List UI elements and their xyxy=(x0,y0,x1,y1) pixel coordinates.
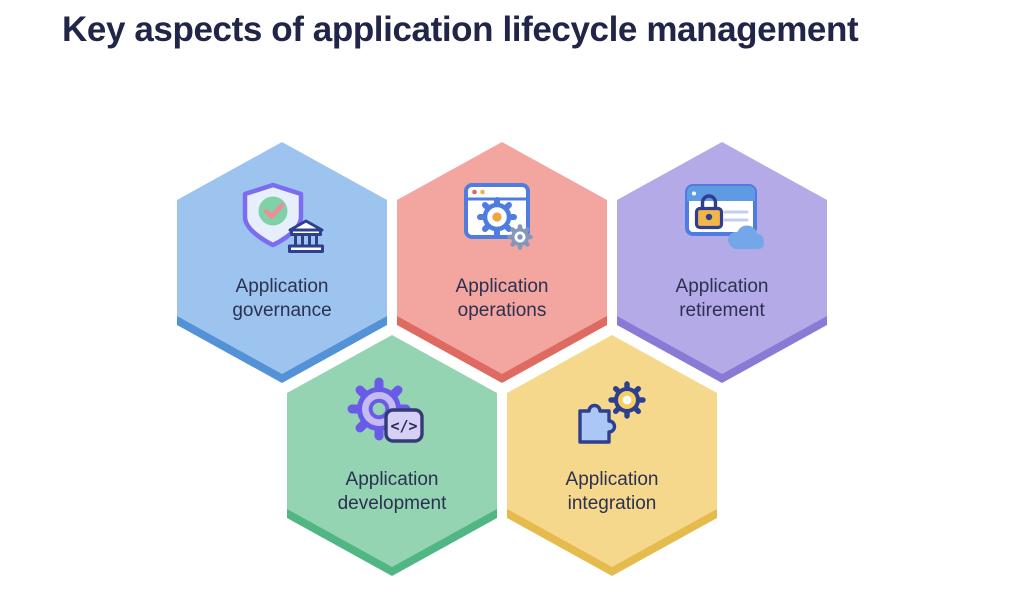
hex-label-line1: Application xyxy=(345,469,439,490)
hex-label-line1: Application xyxy=(565,469,659,490)
hex-label-line2: operations xyxy=(457,300,547,322)
hex-application-operations: Application operations xyxy=(397,142,607,383)
hex-label: Application governance xyxy=(232,275,331,324)
hex-application-retirement: Application retirement xyxy=(617,142,827,383)
hex-label: Application operations xyxy=(456,275,549,324)
shield-check-building-icon xyxy=(177,176,387,268)
page-title: Key aspects of application lifecycle man… xyxy=(62,10,859,49)
hex-label: Application retirement xyxy=(676,275,769,324)
window-gears-icon xyxy=(397,176,607,268)
hex-application-integration: Application integration xyxy=(507,335,717,576)
hex-label-line1: Application xyxy=(235,276,329,297)
hex-application-governance: Application governance xyxy=(177,142,387,383)
window-lock-cloud-icon xyxy=(617,176,827,268)
hex-label-line2: development xyxy=(337,493,447,515)
hex-label-line1: Application xyxy=(455,276,549,297)
hex-application-development: </> Application development xyxy=(287,335,497,576)
puzzle-gear-icon xyxy=(507,369,717,461)
hex-label-line1: Application xyxy=(675,276,769,297)
hex-label-line2: retirement xyxy=(679,300,765,322)
hex-label-line2: governance xyxy=(232,300,332,322)
svg-text:</>: </> xyxy=(390,417,417,435)
hex-label: Application integration xyxy=(566,468,659,517)
gear-code-icon: </> xyxy=(287,369,497,461)
hex-label: Application development xyxy=(338,468,447,517)
hex-label-line2: integration xyxy=(567,493,657,515)
